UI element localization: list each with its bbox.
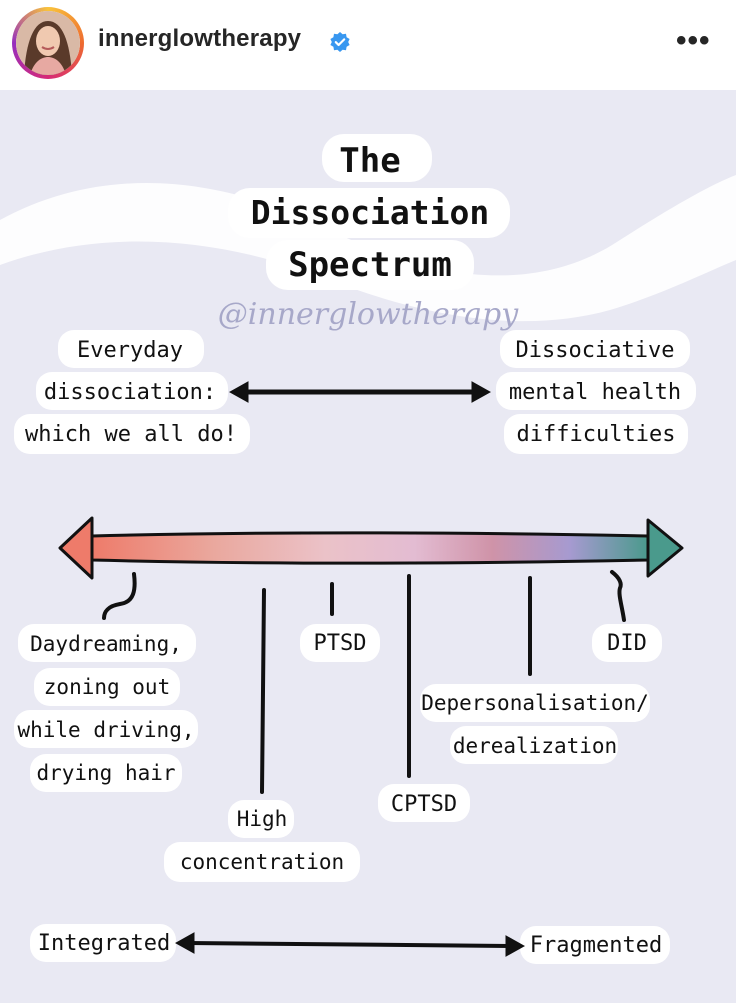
dissociative-label: difficulties [517, 422, 676, 447]
depersonalisation-label: derealization [453, 734, 617, 758]
everyday-label: Everyday [77, 338, 183, 363]
title-highlight [266, 240, 474, 290]
did-tick [610, 570, 626, 622]
cptsd-label: CPTSD [391, 792, 457, 817]
post-header: innerglowtherapy ••• [0, 0, 736, 90]
integrated-label: Integrated [38, 931, 170, 956]
text-highlight [300, 624, 380, 662]
text-highlight [164, 842, 360, 882]
dissociation-spectrum-diagram: The Dissociation Spectrum @innerglowther… [0, 134, 736, 964]
text-highlight [520, 926, 670, 964]
depersonalisation-label: Depersonalisation/ [421, 691, 649, 715]
everyday-label: which we all do! [25, 422, 237, 447]
top-double-arrow [228, 381, 492, 403]
text-highlight [378, 784, 470, 822]
high-concentration-tick [260, 588, 266, 794]
text-highlight [592, 624, 662, 662]
verified-badge-icon [330, 32, 350, 52]
high-concentration-label: concentration [180, 850, 344, 874]
text-highlight [36, 372, 228, 410]
daydreaming-label: while driving, [17, 718, 194, 742]
text-highlight [450, 726, 618, 764]
daydreaming-label: Daydreaming, [30, 632, 182, 656]
fragmented-label: Fragmented [530, 933, 662, 958]
text-highlight [14, 414, 250, 454]
watermark: @innerglowtherapy [218, 297, 519, 332]
title-highlight [228, 188, 510, 238]
title-line: The [339, 141, 400, 181]
ptsd-label: PTSD [314, 631, 367, 656]
text-highlight [228, 800, 294, 838]
text-highlight [30, 924, 176, 962]
text-highlight [420, 684, 650, 722]
did-label: DID [607, 631, 647, 656]
spectrum-arrow [58, 516, 684, 580]
avatar[interactable] [16, 11, 80, 75]
more-options-icon[interactable]: ••• [676, 24, 711, 57]
text-highlight [30, 754, 182, 792]
dissociative-label: Dissociative [516, 338, 675, 363]
text-highlight [14, 710, 198, 748]
everyday-label: dissociation: [44, 380, 216, 405]
daydreaming-label: drying hair [36, 761, 175, 785]
text-highlight [504, 414, 688, 454]
text-highlight [34, 668, 180, 706]
text-highlight [18, 624, 196, 662]
title-highlight [322, 134, 432, 182]
bottom-double-arrow [174, 932, 526, 957]
avatar-image [16, 11, 80, 75]
dissociative-label: mental health [509, 380, 681, 405]
post-image: The Dissociation Spectrum @innerglowther… [0, 90, 736, 1003]
high-concentration-label: High [237, 807, 288, 831]
text-highlight [500, 330, 690, 368]
avatar-ring[interactable] [12, 7, 84, 79]
daydreaming-tick [102, 572, 137, 620]
text-highlight [496, 372, 696, 410]
text-highlight [58, 330, 204, 368]
username[interactable]: innerglowtherapy [98, 25, 302, 52]
title-line: Dissociation [251, 193, 489, 232]
title-line: Spectrum [288, 245, 452, 285]
daydreaming-label: zoning out [44, 675, 170, 699]
